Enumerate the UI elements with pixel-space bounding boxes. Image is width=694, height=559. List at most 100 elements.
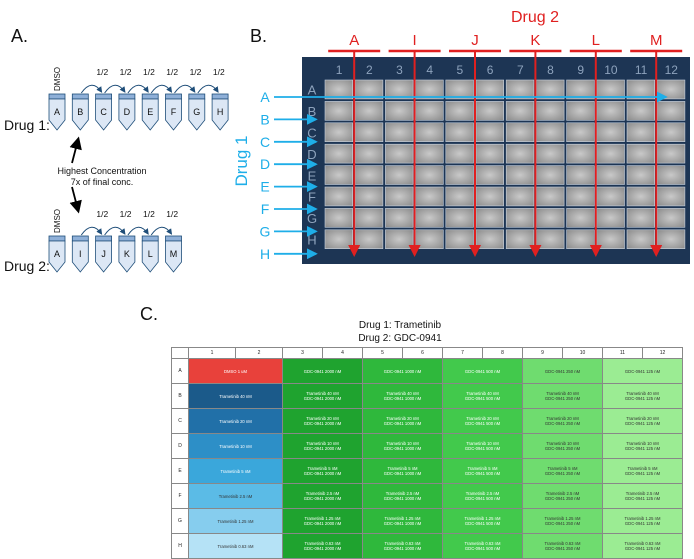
plate-well [415, 122, 444, 143]
table-row-label: G [171, 508, 189, 534]
table-column-header: 9 [522, 347, 563, 359]
plate-well [324, 79, 354, 100]
svg-text:B: B [77, 107, 83, 117]
plate-well [596, 165, 625, 185]
drug1-arrow-label: E [260, 179, 269, 195]
cell-text-line: Trametinib 2.5 nM [625, 491, 660, 496]
plate-well [626, 208, 656, 228]
plate-well [445, 208, 474, 228]
plate-well [385, 229, 414, 250]
table-row-label: F [171, 483, 189, 509]
drug1-dilution-label: 1/2 [213, 67, 225, 77]
plate-well [566, 143, 595, 164]
cell-text-line: Trametinib 0.63 nM [384, 541, 421, 546]
drug1-dilution-arrow [174, 84, 196, 94]
drug1-dilution-label: 1/2 [190, 67, 202, 77]
plate-well [536, 208, 565, 228]
plate-well [324, 122, 354, 143]
cell-text-line: Trametinib 2.5 nM [545, 491, 580, 496]
drug1-cell: Trametinib 40 nM [188, 383, 283, 409]
cell-text-line: Trametinib 40 nM [626, 391, 659, 396]
cell-text-line: GDC-0941 250 nM [544, 546, 581, 551]
cell-text-line: Trametinib 2.5 nM [305, 491, 340, 496]
drug1-cell: Trametinib 0.63 nM [188, 533, 283, 559]
cell-text-line: Trametinib 20 nM [466, 416, 499, 421]
plate-well [505, 79, 535, 100]
cell-text-line: GDC-0941 125 nM [624, 446, 661, 451]
plate-well [354, 79, 384, 100]
table-corner [171, 347, 189, 359]
plate-well [536, 101, 565, 121]
cell-text-line: GDC-0941 1000 nM [383, 521, 422, 526]
cell-text-line: GDC-0941 125 nM [624, 546, 661, 551]
drug1-dilution-label: 1/2 [166, 67, 178, 77]
drug1-tube-d: D [118, 93, 136, 131]
drug2-dilution-arrow [150, 226, 173, 236]
plate-well [536, 229, 565, 250]
cell-text-line: GDC-0941 250 nM [544, 496, 581, 501]
drug2-dilution-arrow [104, 226, 126, 236]
plate-column-number: 6 [487, 63, 494, 77]
cell-text-line: DMSO 1 uM [223, 368, 248, 374]
plate-well [475, 79, 505, 100]
cell-text-line: Trametinib 5 nM [627, 466, 658, 471]
cell-text-line: GDC-0941 125 nM [624, 368, 661, 374]
plate-column-number: 4 [426, 63, 433, 77]
cell-text-line: GDC-0941 250 nM [544, 471, 581, 476]
plate-well [505, 165, 535, 185]
plate-well [385, 101, 414, 121]
cell-text-line: GDC-0941 1000 nM [383, 446, 422, 451]
plate-well [445, 186, 474, 207]
plate-well [354, 165, 384, 185]
panel-a-drug2-label: Drug 2: [4, 258, 50, 274]
drug1-arrow-label: D [260, 156, 270, 172]
cell-text-line: GDC-0941 125 nM [624, 496, 661, 501]
plate-column-number: 8 [547, 63, 554, 77]
cell-text-line: Trametinib 10 nM [466, 441, 499, 446]
plate-well [475, 208, 505, 228]
plate-well [536, 79, 565, 100]
drug2-group-label: K [530, 32, 540, 49]
plate-well [415, 186, 444, 207]
plate-well [626, 122, 656, 143]
cell-text-line: Trametinib 5 nM [467, 466, 498, 471]
drug1-tube-g: G [188, 93, 206, 131]
cell-text-line: GDC-0941 2000 nM [303, 496, 342, 501]
plate-well [354, 208, 384, 228]
plate-well [566, 165, 595, 185]
cell-text-line: Trametinib 10 nM [219, 443, 252, 449]
panel-b-letter: B. [250, 26, 268, 46]
cell-text-line: Trametinib 10 nM [386, 441, 419, 446]
table-column-header: 6 [402, 347, 443, 359]
plate-well [385, 79, 414, 100]
cell-text-line: Trametinib 0.63 nM [217, 543, 254, 549]
table-column-header: 7 [442, 347, 483, 359]
cell-text-line: GDC-0941 1000 nM [383, 368, 422, 374]
drug1-tube-b: B [71, 93, 89, 131]
plate-well [626, 143, 656, 164]
svg-text:F: F [171, 107, 177, 117]
plate-well [415, 208, 444, 228]
table-column-header: 3 [282, 347, 323, 359]
plate-well [656, 143, 686, 164]
plate-well [596, 101, 625, 121]
table-row-label: B [171, 383, 189, 409]
plate-well [324, 143, 354, 164]
cell-text-line: GDC-0941 1000 nM [383, 546, 422, 551]
plate-well [566, 229, 595, 250]
drug1-arrow-label: G [260, 223, 271, 239]
cell-text-line: GDC-0941 500 nM [464, 521, 501, 526]
cell-text-line: Trametinib 40 nM [466, 391, 499, 396]
